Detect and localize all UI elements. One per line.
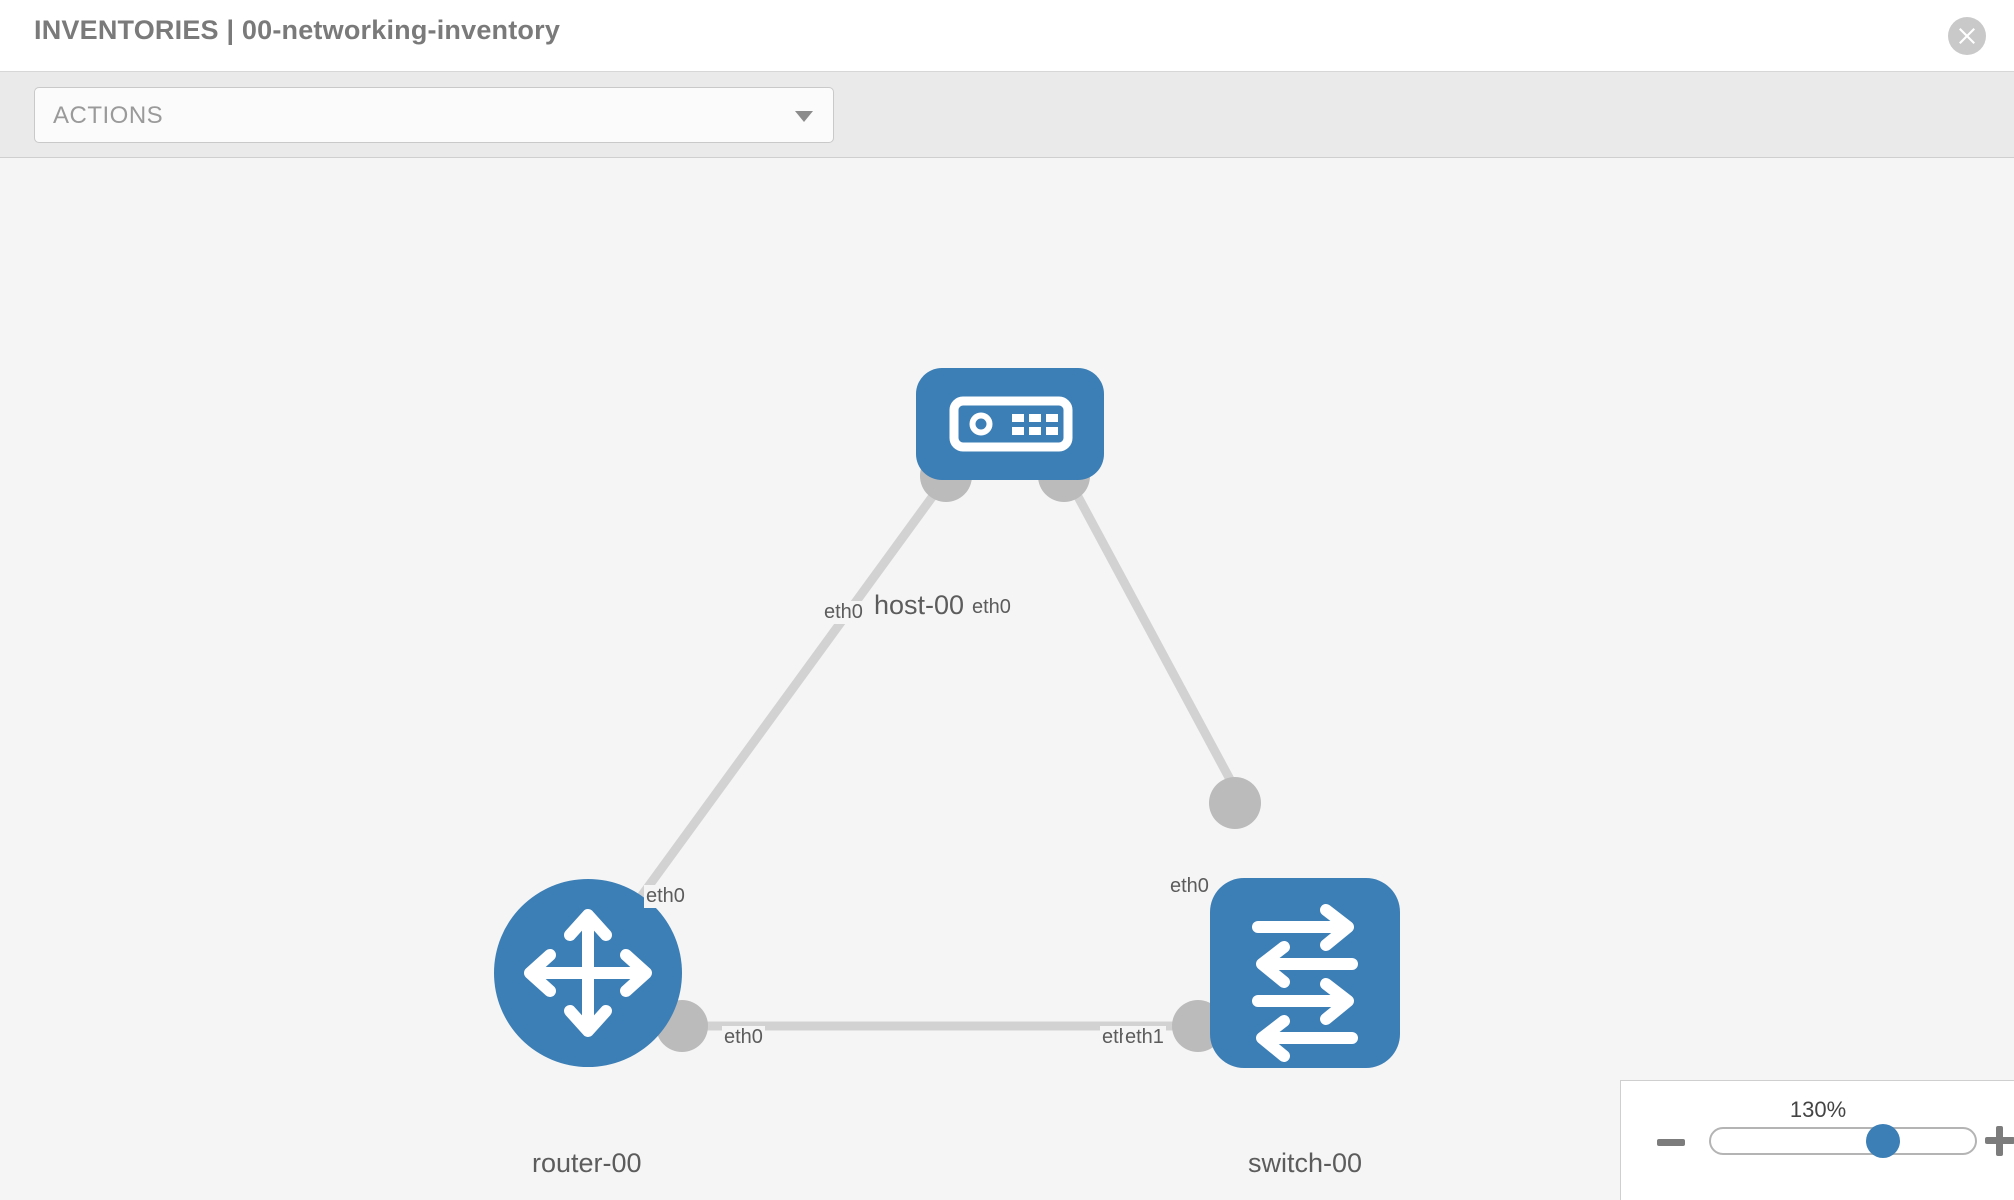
zoom-in-button[interactable] [1985, 1126, 2014, 1156]
page-header: INVENTORIES | 00-networking-inventory [0, 0, 2014, 72]
link-host-router[interactable] [636, 475, 950, 901]
zoom-slider-track[interactable] [1709, 1127, 1977, 1155]
node-router-00[interactable] [494, 879, 682, 1067]
node-label-switch-00: switch-00 [1246, 1148, 1365, 1179]
close-icon[interactable] [1948, 17, 1986, 55]
socket-switch-top[interactable] [1209, 777, 1261, 829]
node-host-00[interactable] [916, 368, 1104, 480]
iface-label-switch-up: eth0 [1168, 875, 1211, 898]
toolbar: ACTIONS SEARCH [0, 72, 2014, 215]
zoom-level-value: 130% [1789, 1097, 1847, 1122]
zoom-control-panel: 130% [1620, 1080, 2014, 1200]
chevron-down-icon [795, 111, 813, 122]
topology-graph [494, 368, 1400, 1068]
page-title: INVENTORIES | 00-networking-inventory [34, 15, 561, 45]
router-four-arrows-icon [524, 909, 652, 1037]
iface-label-router-up: eth0 [644, 885, 687, 908]
iface-label-router-right: eth0 [722, 1026, 765, 1049]
server-device-icon [949, 396, 1073, 452]
topology-canvas[interactable]: eth0 eth0 eth0 eth0 eth0 eth0 eth1 host-… [0, 158, 2014, 1200]
actions-dropdown-label: ACTIONS [53, 102, 164, 129]
zoom-slider-thumb[interactable] [1866, 1124, 1900, 1158]
link-layer [636, 475, 1244, 1031]
node-label-router-00: router-00 [530, 1148, 644, 1179]
node-switch-00[interactable] [1210, 878, 1400, 1068]
zoom-out-button[interactable] [1657, 1139, 1685, 1146]
actions-dropdown[interactable]: ACTIONS [34, 87, 834, 143]
iface-label-host-right: eth0 [970, 596, 1013, 619]
iface-label-switch-left-eth1: eth1 [1123, 1026, 1166, 1049]
node-label-host-00: host-00 [872, 590, 967, 621]
link-host-switch[interactable] [1064, 475, 1244, 801]
switch-arrows-icon [1252, 904, 1358, 1062]
iface-label-host-left: eth0 [822, 601, 865, 624]
